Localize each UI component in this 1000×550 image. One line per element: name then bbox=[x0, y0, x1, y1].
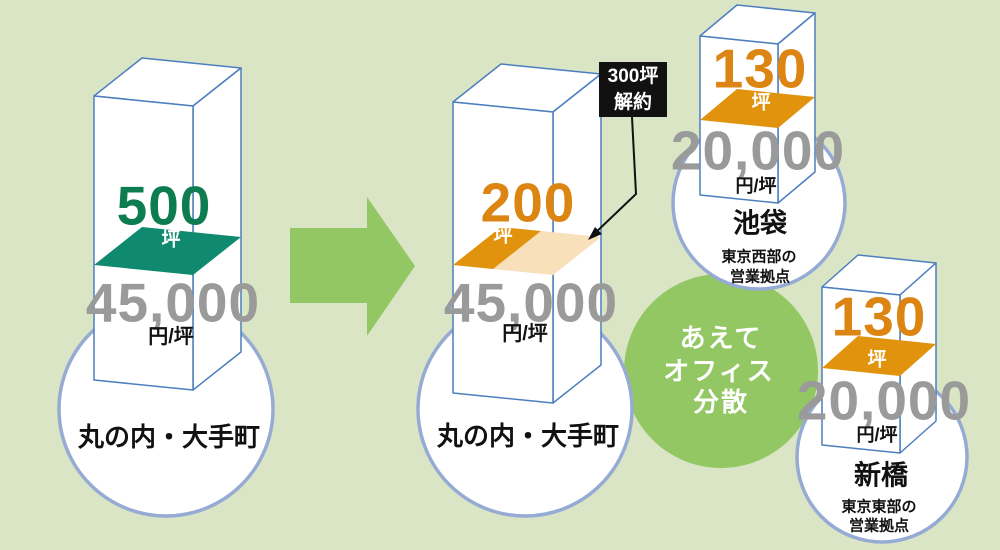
ikebukuro-area-unit: 坪 bbox=[751, 92, 771, 114]
after-area-value: 200 bbox=[480, 171, 576, 234]
shimbashi-area-slab bbox=[822, 336, 936, 376]
before-area-unit: 坪 bbox=[161, 229, 181, 251]
strategy-text-line3: 分散 bbox=[692, 387, 750, 417]
callout-arrow-line bbox=[591, 116, 638, 237]
shimbashi-price-value: 20,000 bbox=[796, 369, 972, 432]
transition-arrow-icon bbox=[290, 197, 415, 336]
before-area-value: 500 bbox=[116, 174, 212, 237]
shimbashi-area-value: 130 bbox=[831, 285, 927, 348]
after-price-value: 45,000 bbox=[443, 271, 619, 334]
after-price-unit: 円/坪 bbox=[502, 323, 548, 345]
strategy-text-line1: あえて bbox=[679, 323, 763, 353]
ikebukuro-desc-line2: 営業拠点 bbox=[729, 268, 791, 286]
after-area-unit: 坪 bbox=[493, 225, 513, 247]
strategy-circle bbox=[624, 274, 818, 468]
ikebukuro-location-label: 池袋 bbox=[733, 208, 787, 239]
before-price-unit: 円/坪 bbox=[148, 326, 194, 348]
ikebukuro-area-slab bbox=[700, 89, 815, 128]
cancellation-callout-line2: 解約 bbox=[613, 91, 652, 113]
strategy-text-line2: オフィス bbox=[663, 356, 775, 386]
before-area-slab bbox=[94, 227, 241, 275]
before-location-label: 丸の内・大手町 bbox=[77, 422, 261, 452]
shimbashi-area-unit: 坪 bbox=[867, 349, 887, 371]
ikebukuro-price-value: 20,000 bbox=[670, 119, 846, 182]
after-location-label: 丸の内・大手町 bbox=[436, 421, 620, 451]
cancellation-callout-line1: 300坪 bbox=[607, 65, 659, 87]
before-price-value: 45,000 bbox=[85, 271, 261, 334]
shimbashi-location-label: 新橋 bbox=[854, 460, 908, 491]
ikebukuro-desc-line1: 東京西部の bbox=[721, 248, 797, 266]
shimbashi-desc-line1: 東京東部の bbox=[841, 498, 917, 516]
ikebukuro-area-value: 130 bbox=[712, 37, 808, 100]
ikebukuro-price-unit: 円/坪 bbox=[735, 176, 777, 196]
callout-arrowhead-icon bbox=[588, 227, 602, 240]
cancellation-callout: 300坪 解約 bbox=[599, 62, 667, 117]
after-area-slab bbox=[453, 227, 541, 269]
shimbashi-price-unit: 円/坪 bbox=[856, 425, 898, 445]
shimbashi-desc-line2: 営業拠点 bbox=[848, 517, 910, 535]
